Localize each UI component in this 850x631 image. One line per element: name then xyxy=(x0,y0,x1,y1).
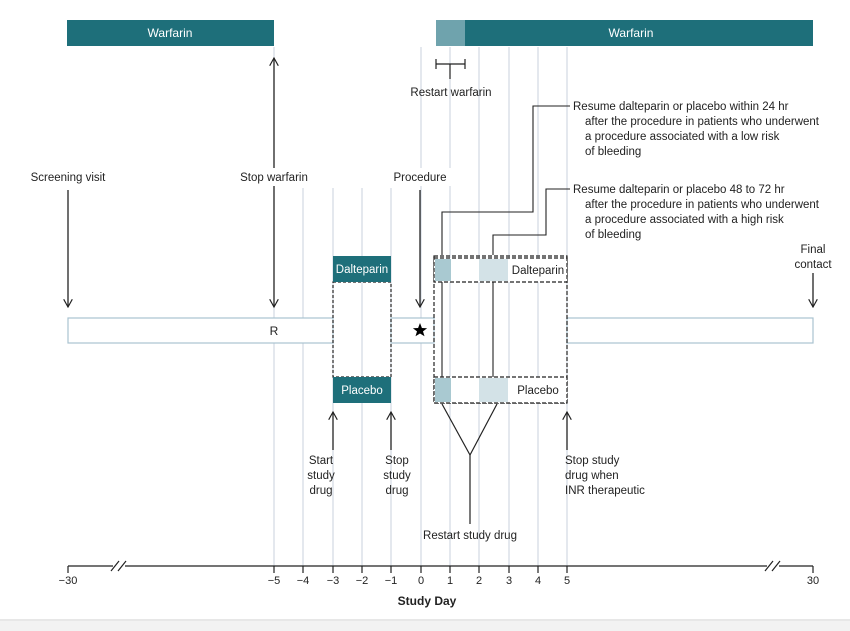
study-day-axis: −30 −5 −4 −3 −2 −1 0 1 2 3 4 5 30 Study … xyxy=(59,560,819,608)
stop-warfarin-label: Stop warfarin xyxy=(240,172,308,184)
stop-warfarin-label-bg xyxy=(236,168,312,186)
tick-label: 0 xyxy=(418,575,424,587)
stop-study-drug-line1: Stop xyxy=(385,455,409,467)
tick-label: 1 xyxy=(447,575,453,587)
postprocedure-drug-outer-box xyxy=(433,255,568,404)
axis-title: Study Day xyxy=(398,594,457,608)
randomization-marker: R xyxy=(270,324,279,338)
stop-study-drug-inr-line2: drug when xyxy=(565,470,619,482)
resume-low-risk-line3: a procedure associated with a low risk xyxy=(585,131,780,143)
tick-label: −4 xyxy=(297,575,310,587)
final-contact-label-line2: contact xyxy=(794,259,832,271)
start-study-drug-line2: study xyxy=(307,470,335,482)
tick-label: −1 xyxy=(385,575,398,587)
placebo-postprocedure-label: Placebo xyxy=(517,385,559,397)
stop-study-drug-line2: study xyxy=(383,470,411,482)
resume-high-risk-line3: a procedure associated with a high risk xyxy=(585,214,784,226)
placebo-high-risk-segment xyxy=(479,378,508,402)
screening-visit-label: Screening visit xyxy=(31,172,107,184)
procedure-star-icon xyxy=(412,323,428,337)
resume-low-risk-line2: after the procedure in patients who unde… xyxy=(585,116,820,128)
tick-label: 4 xyxy=(535,575,541,587)
placebo-preprocedure-bar xyxy=(333,377,391,403)
final-contact-label-line1: Final xyxy=(801,244,826,256)
dalteparin-high-risk-segment xyxy=(479,259,508,281)
resume-low-risk-line4: of bleeding xyxy=(585,146,641,158)
restart-warfarin-label: Restart warfarin xyxy=(410,87,491,99)
warfarin-bar-right xyxy=(465,20,813,46)
tick-label: 30 xyxy=(807,575,819,587)
warfarin-restart-overlap xyxy=(436,20,465,46)
timeline-bar-middle xyxy=(390,317,435,344)
dalteparin-postprocedure-label: Dalteparin xyxy=(512,265,564,277)
tick-label: 3 xyxy=(506,575,512,587)
tick-label: −3 xyxy=(327,575,340,587)
start-study-drug-line1: Start xyxy=(309,455,334,467)
procedure-label: Procedure xyxy=(393,172,446,184)
start-study-drug-line3: drug xyxy=(309,485,332,497)
stop-study-drug-inr-line1: Stop study xyxy=(565,455,620,467)
placebo-preprocedure-label: Placebo xyxy=(341,385,383,397)
figure-footer-strip xyxy=(0,621,850,631)
placebo-low-risk-segment xyxy=(435,378,451,402)
resume-high-risk-line1: Resume dalteparin or placebo 48 to 72 hr xyxy=(573,184,785,196)
stop-study-drug-line3: drug xyxy=(385,485,408,497)
restart-warfarin-bracket xyxy=(435,59,466,79)
stop-study-drug-inr-line3: INR therapeutic xyxy=(565,485,645,497)
warfarin-bar-right-label: Warfarin xyxy=(609,26,654,40)
restart-study-drug-tree xyxy=(441,403,498,524)
restart-study-drug-label: Restart study drug xyxy=(423,530,517,542)
tick-label: 2 xyxy=(476,575,482,587)
timeline-bar-left xyxy=(67,317,334,344)
tick-label: −30 xyxy=(59,575,78,587)
timeline-bar-right xyxy=(566,317,814,344)
axis-break-right xyxy=(764,560,781,572)
axis-break-left xyxy=(110,560,127,572)
dalteparin-low-risk-segment xyxy=(435,259,451,281)
dalteparin-preprocedure-label: Dalteparin xyxy=(336,264,388,276)
dalteparin-preprocedure-bar xyxy=(333,256,391,282)
resume-low-risk-line1: Resume dalteparin or placebo within 24 h… xyxy=(573,101,789,113)
low-risk-leader-line xyxy=(441,105,570,255)
tick-label: −5 xyxy=(268,575,281,587)
axis-ticks xyxy=(67,566,814,573)
resume-high-risk-line2: after the procedure in patients who unde… xyxy=(585,199,820,211)
axis-tick-labels: −30 −5 −4 −3 −2 −1 0 1 2 3 4 5 30 xyxy=(59,575,819,587)
tick-label: −2 xyxy=(356,575,369,587)
warfarin-bar-left xyxy=(67,20,274,46)
warfarin-bar-left-label: Warfarin xyxy=(148,26,193,40)
resume-high-risk-line4: of bleeding xyxy=(585,229,641,241)
procedure-label-bg xyxy=(388,168,452,186)
high-risk-leader-line xyxy=(492,188,570,255)
tick-label: 5 xyxy=(564,575,570,587)
